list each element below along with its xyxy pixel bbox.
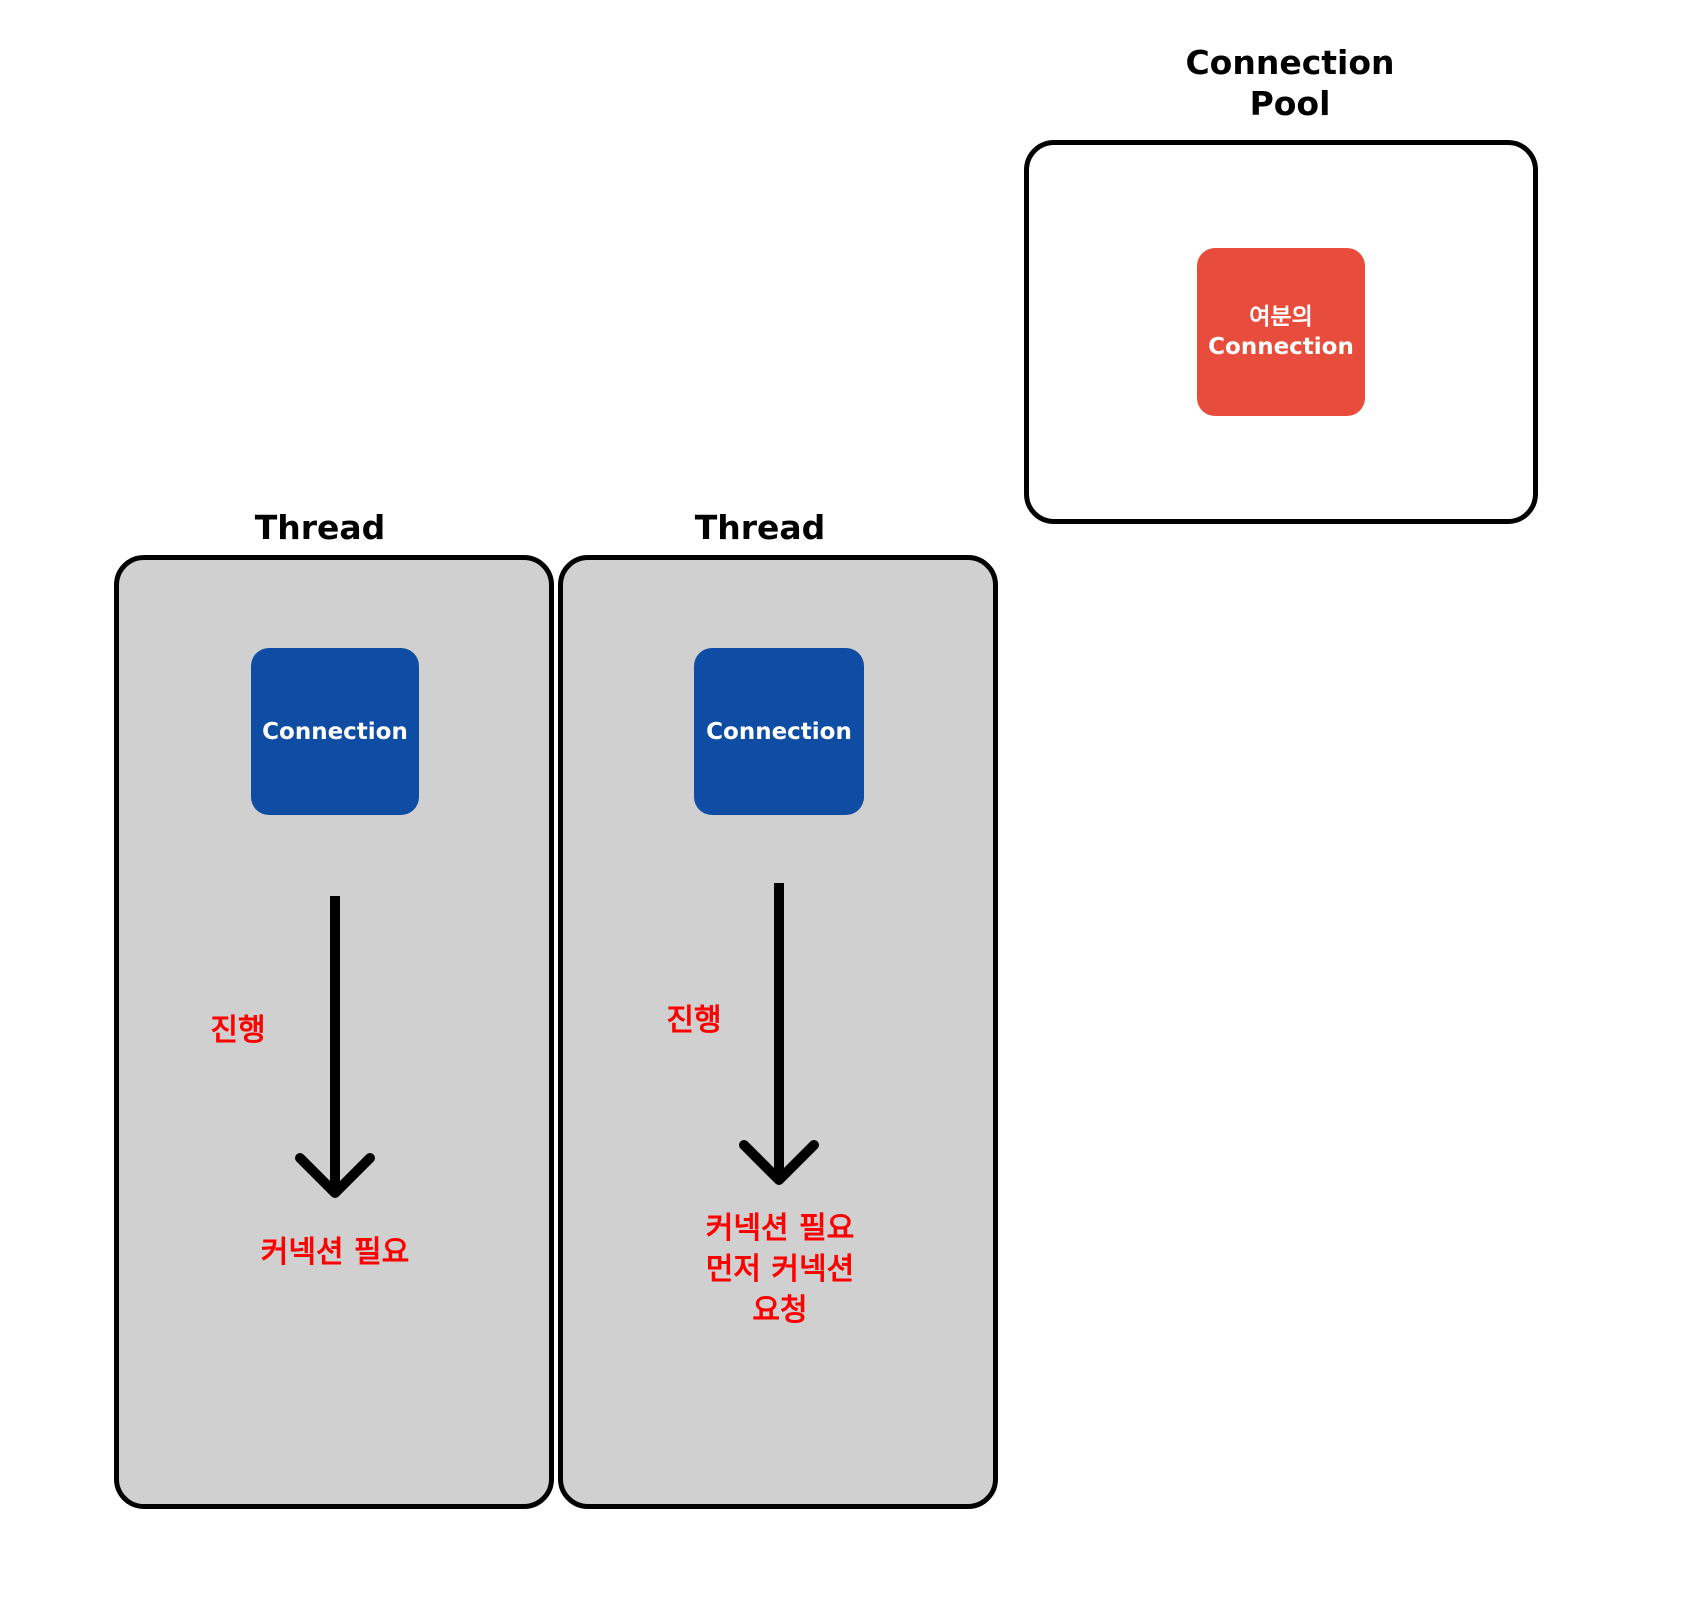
spare-connection: 여분의 Connection [1197, 248, 1365, 416]
thread-1-note: 커넥션 필요 [261, 1232, 409, 1273]
thread-2-title: Thread [694, 508, 826, 547]
thread-2-connection: Connection [694, 648, 864, 815]
thread-1-progress-label: 진행 [210, 1013, 266, 1048]
spare-connection-line1: 여분의 [1249, 304, 1313, 330]
thread-1-connection: Connection [251, 648, 419, 815]
pool-title: Connection Pool [1185, 42, 1394, 124]
pool-title-line1: Connection [1185, 43, 1395, 82]
thread-2-note: 커넥션 필요 먼저 커넥션 요청 [706, 1208, 854, 1331]
thread-1-title: Thread [254, 508, 386, 547]
thread-2-note-line: 먼저 커넥션 [705, 1252, 855, 1287]
thread-1-note-line: 커넥션 필요 [260, 1235, 410, 1270]
connection-pool-box [1024, 140, 1538, 524]
thread-2-progress-label: 진행 [666, 1003, 722, 1038]
pool-title-line2: Pool [1249, 84, 1331, 123]
thread-2-arrow-icon [739, 883, 819, 1185]
thread-2-note-line: 커넥션 필요 [705, 1211, 855, 1246]
thread-1-arrow-icon [295, 896, 375, 1198]
spare-connection-line2: Connection [1208, 334, 1354, 360]
thread-2-note-line: 요청 [752, 1293, 808, 1328]
